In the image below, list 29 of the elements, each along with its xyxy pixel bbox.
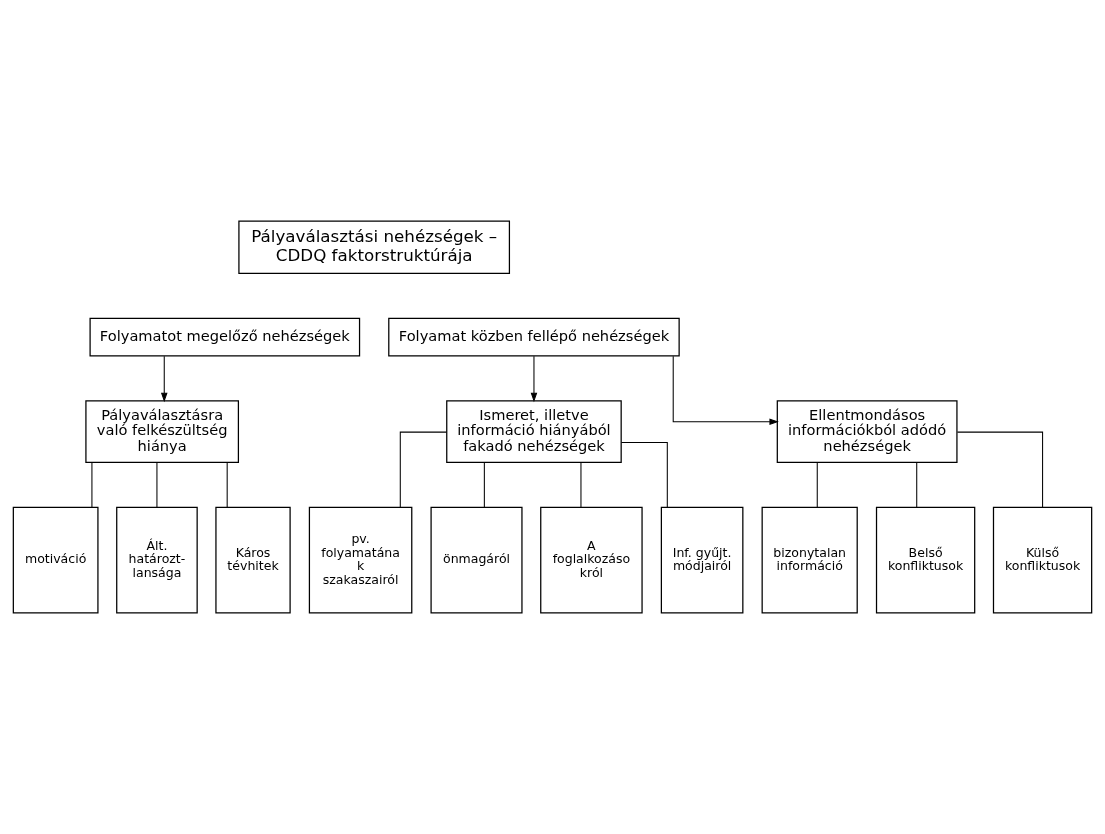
- node-box: motiváció: [12, 506, 99, 614]
- connector: [91, 462, 93, 508]
- node-box: bizonytalan információ: [761, 506, 858, 614]
- node-box: Ált. határozt- lansága: [116, 506, 198, 614]
- node-box: Folyamat közben fellépő nehézségek: [388, 317, 680, 357]
- node-box: Ismeret, illetve információ hiányából fakadó nehézségek: [446, 400, 622, 464]
- node-box: Pályaválasztásra való felkészültség hiánya: [85, 400, 240, 464]
- node-box: Belső konfliktusok: [875, 506, 976, 614]
- node-box: Folyamatot megelőző nehézségek: [89, 317, 361, 357]
- connector: [620, 442, 668, 508]
- arrow: [530, 355, 538, 403]
- node-box: önmagáról: [430, 506, 523, 614]
- connector: [156, 462, 158, 508]
- node-box: Inf. gyűjt. módjairól: [660, 506, 744, 614]
- connector: [816, 462, 818, 508]
- node-box: pv. folyamatána k szakaszairól: [308, 506, 413, 614]
- connector: [580, 462, 582, 508]
- arrow: [160, 355, 168, 403]
- node-box: Káros tévhitek: [215, 506, 291, 614]
- connector: [399, 431, 448, 508]
- node-box: A foglalkozáso król: [540, 506, 643, 614]
- arrow: [672, 355, 779, 425]
- node-box: Pályaválasztási nehézségek – CDDQ faktorstruktúrája: [238, 220, 511, 275]
- connector: [226, 462, 228, 508]
- node-box: Ellentmondásos információkból adódó nehézségek: [776, 400, 958, 464]
- node-box: Külső konfliktusok: [992, 506, 1093, 614]
- connector: [916, 462, 918, 508]
- connector: [956, 431, 1044, 508]
- connector: [483, 462, 485, 508]
